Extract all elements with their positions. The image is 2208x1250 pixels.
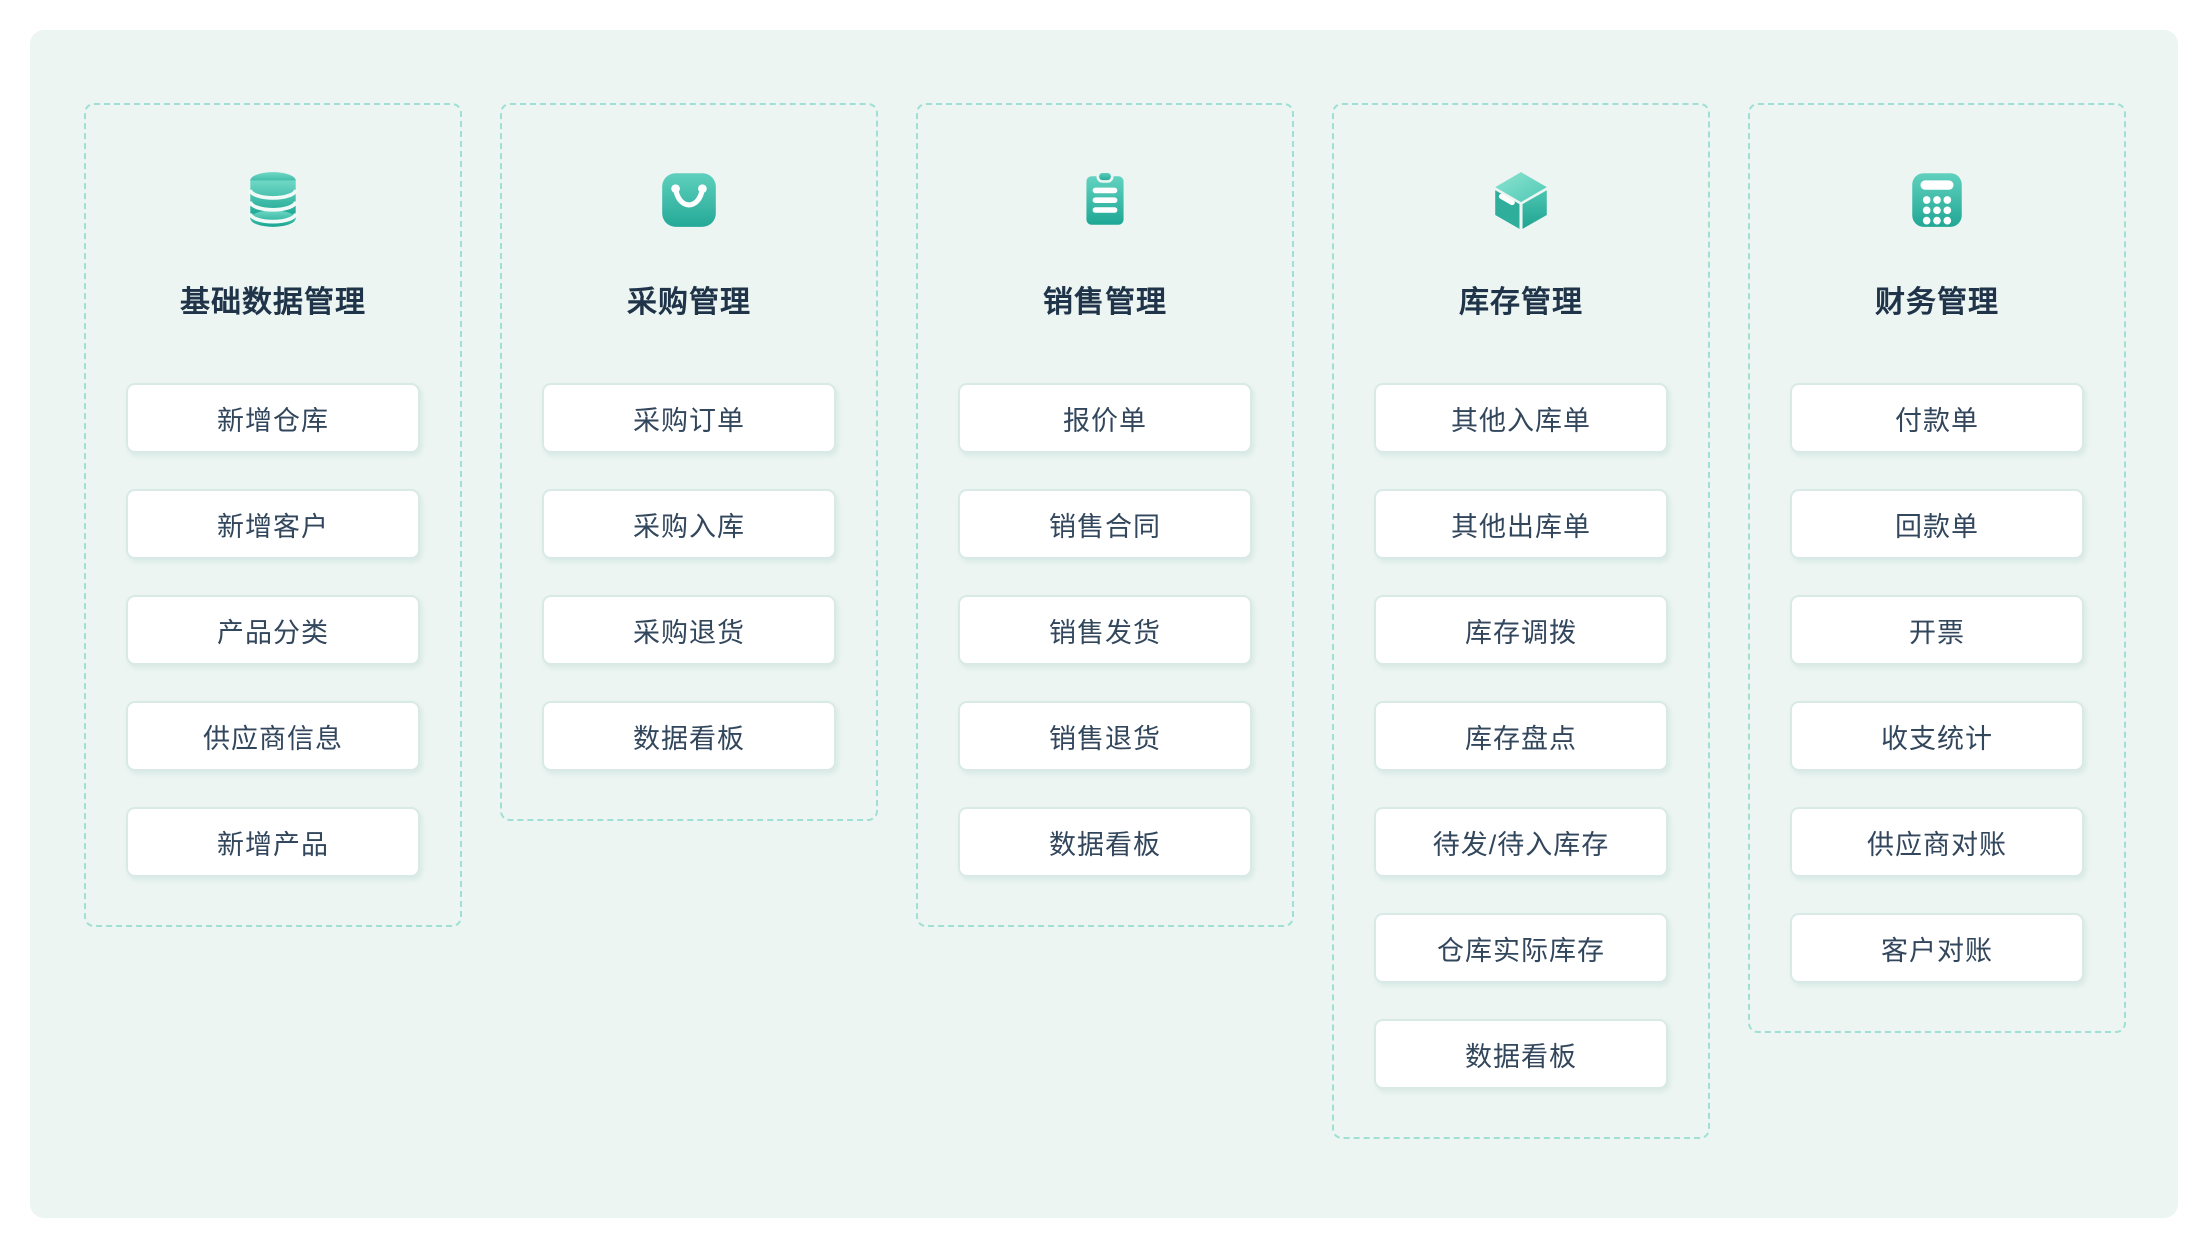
module-items-purchase: 采购订单 采购入库 采购退货 数据看板 xyxy=(542,383,836,771)
item-button-add-warehouse[interactable]: 新增仓库 xyxy=(126,383,420,453)
item-button-supplier-reconciliation[interactable]: 供应商对账 xyxy=(1790,807,2084,877)
clipboard-icon xyxy=(1072,167,1138,233)
item-button-payment-slip[interactable]: 付款单 xyxy=(1790,383,2084,453)
module-title-basic-data: 基础数据管理 xyxy=(180,286,366,319)
module-items-basic-data: 新增仓库 新增客户 产品分类 供应商信息 新增产品 xyxy=(126,383,420,877)
item-button-stock-count[interactable]: 库存盘点 xyxy=(1374,701,1668,771)
module-items-sales: 报价单 销售合同 销售发货 销售退货 数据看板 xyxy=(958,383,1252,877)
module-card-purchase: 采购管理 采购订单 采购入库 采购退货 数据看板 xyxy=(500,103,878,821)
box-icon xyxy=(1488,167,1554,233)
module-card-sales: 销售管理 报价单 销售合同 销售发货 销售退货 数据看板 xyxy=(916,103,1294,927)
item-button-sales-delivery[interactable]: 销售发货 xyxy=(958,595,1252,665)
module-items-inventory: 其他入库单 其他出库单 库存调拨 库存盘点 待发/待入库存 仓库实际库存 数据看… xyxy=(1374,383,1668,1089)
item-button-add-product[interactable]: 新增产品 xyxy=(126,807,420,877)
item-button-actual-stock[interactable]: 仓库实际库存 xyxy=(1374,913,1668,983)
calculator-icon xyxy=(1904,167,1970,233)
module-map-canvas: 基础数据管理 新增仓库 新增客户 产品分类 供应商信息 新增产品 xyxy=(30,30,2178,1218)
item-button-quotation[interactable]: 报价单 xyxy=(958,383,1252,453)
item-button-purchase-inbound[interactable]: 采购入库 xyxy=(542,489,836,559)
item-button-product-category[interactable]: 产品分类 xyxy=(126,595,420,665)
module-card-finance: 财务管理 付款单 回款单 开票 收支统计 供应商对账 客户对账 xyxy=(1748,103,2126,1033)
item-button-supplier-info[interactable]: 供应商信息 xyxy=(126,701,420,771)
item-button-purchase-dashboard[interactable]: 数据看板 xyxy=(542,701,836,771)
item-button-pending-stock[interactable]: 待发/待入库存 xyxy=(1374,807,1668,877)
module-title-inventory: 库存管理 xyxy=(1459,286,1583,319)
item-button-sales-return[interactable]: 销售退货 xyxy=(958,701,1252,771)
database-icon xyxy=(240,167,306,233)
module-title-sales: 销售管理 xyxy=(1043,286,1167,319)
item-button-purchase-return[interactable]: 采购退货 xyxy=(542,595,836,665)
item-button-other-outbound[interactable]: 其他出库单 xyxy=(1374,489,1668,559)
module-columns: 基础数据管理 新增仓库 新增客户 产品分类 供应商信息 新增产品 xyxy=(30,30,2178,1139)
module-card-basic-data: 基础数据管理 新增仓库 新增客户 产品分类 供应商信息 新增产品 xyxy=(84,103,462,927)
item-button-sales-contract[interactable]: 销售合同 xyxy=(958,489,1252,559)
item-button-invoicing[interactable]: 开票 xyxy=(1790,595,2084,665)
item-button-income-expense-stats[interactable]: 收支统计 xyxy=(1790,701,2084,771)
module-items-finance: 付款单 回款单 开票 收支统计 供应商对账 客户对账 xyxy=(1790,383,2084,983)
shopping-bag-icon xyxy=(656,167,722,233)
item-button-receipt-slip[interactable]: 回款单 xyxy=(1790,489,2084,559)
module-title-finance: 财务管理 xyxy=(1875,286,1999,319)
item-button-add-customer[interactable]: 新增客户 xyxy=(126,489,420,559)
item-button-sales-dashboard[interactable]: 数据看板 xyxy=(958,807,1252,877)
item-button-stock-transfer[interactable]: 库存调拨 xyxy=(1374,595,1668,665)
item-button-other-inbound[interactable]: 其他入库单 xyxy=(1374,383,1668,453)
item-button-purchase-order[interactable]: 采购订单 xyxy=(542,383,836,453)
item-button-customer-reconciliation[interactable]: 客户对账 xyxy=(1790,913,2084,983)
module-card-inventory: 库存管理 其他入库单 其他出库单 库存调拨 库存盘点 待发/待入库存 仓库实际库… xyxy=(1332,103,1710,1139)
module-title-purchase: 采购管理 xyxy=(627,286,751,319)
item-button-inventory-dashboard[interactable]: 数据看板 xyxy=(1374,1019,1668,1089)
